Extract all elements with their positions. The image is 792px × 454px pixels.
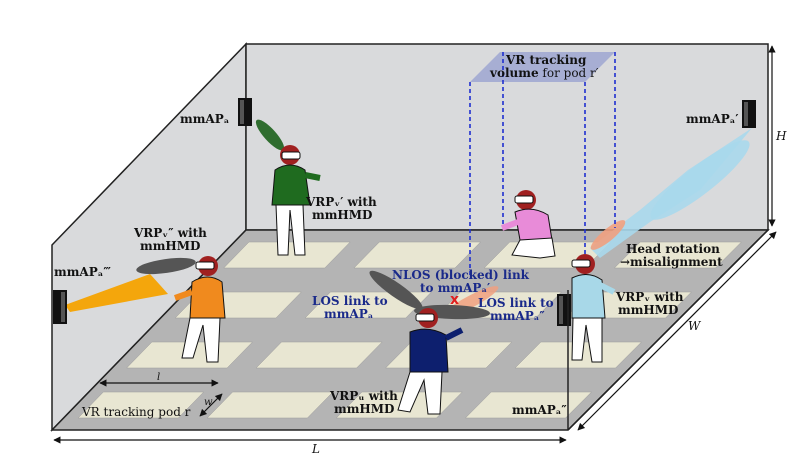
- vr-volume-top: [470, 52, 615, 82]
- person-navy: [397, 308, 464, 415]
- person-green: [271, 145, 321, 256]
- label-vrp-v2-1: VRPᵥ″ with: [134, 226, 207, 240]
- label-vr-volume-2b: for pod r′: [542, 66, 599, 80]
- label-vr-volume-2a: volume: [490, 66, 539, 80]
- ap-a2-device: [557, 294, 571, 326]
- label-ap-a3: mmAPₐ‴: [54, 265, 111, 279]
- label-nlos-1: NLOS (blocked) link: [392, 268, 529, 282]
- beam-orange: [65, 274, 168, 312]
- beam-green: [255, 119, 285, 151]
- label-dim-w: w: [204, 397, 213, 408]
- label-vrp-u-1: VRPᵤ with: [330, 389, 398, 403]
- label-head-rotation-2: →misalignment: [620, 255, 723, 269]
- label-los-a-1: LOS link to: [312, 294, 388, 308]
- floor-tile: [77, 391, 205, 419]
- blocked-x-mark: x: [450, 292, 459, 308]
- person-orange: [174, 256, 226, 363]
- label-dim-L: L: [312, 442, 320, 454]
- ap-a3-device: [53, 290, 67, 324]
- label-head-rotation-1: Head rotation: [626, 242, 720, 256]
- label-vrp-v1-1: VRPᵥ′ with: [306, 195, 377, 209]
- label-los-a-2: mmAPₐ: [324, 307, 374, 321]
- ap-a-device: [238, 98, 252, 126]
- label-vr-volume-1: VR tracking: [506, 53, 587, 67]
- person-pink: [500, 190, 556, 259]
- dim-w-arrow: [199, 393, 223, 417]
- label-vrp-v-1: VRPᵥ with: [616, 290, 684, 304]
- label-vrp-v-2: mmHMD: [618, 303, 679, 317]
- label-ap-a2: mmAPₐ″: [512, 403, 567, 417]
- floor-tile: [255, 341, 383, 369]
- beam-cyan-tip: [650, 140, 750, 220]
- ap-a1-device: [742, 100, 756, 128]
- label-los-a2-1: LOS link to: [478, 296, 554, 310]
- label-vrp-v1-2: mmHMD: [312, 208, 373, 222]
- label-ap-a: mmAPₐ: [180, 112, 230, 126]
- label-dim-W: W: [688, 319, 701, 333]
- floor-tile: [353, 241, 482, 269]
- label-pod: VR tracking pod r: [82, 405, 191, 419]
- label-dim-l: l: [157, 372, 161, 383]
- label-ap-a1: mmAPₐ′: [686, 112, 739, 126]
- label-los-a2-2: mmAPₐ″: [490, 309, 545, 323]
- dim-W-arrow: [577, 231, 777, 431]
- label-vrp-u-2: mmHMD: [334, 402, 395, 416]
- label-vrp-v2-2: mmHMD: [140, 239, 201, 253]
- beam-gray-2: [369, 270, 423, 310]
- label-nlos-2: to mmAPₐ′: [420, 281, 491, 295]
- label-vr-volume-2: volume for pod r′: [490, 67, 599, 80]
- floor-tile: [206, 391, 334, 419]
- label-dim-H: H: [776, 129, 787, 143]
- beam-gray-1: [136, 257, 196, 275]
